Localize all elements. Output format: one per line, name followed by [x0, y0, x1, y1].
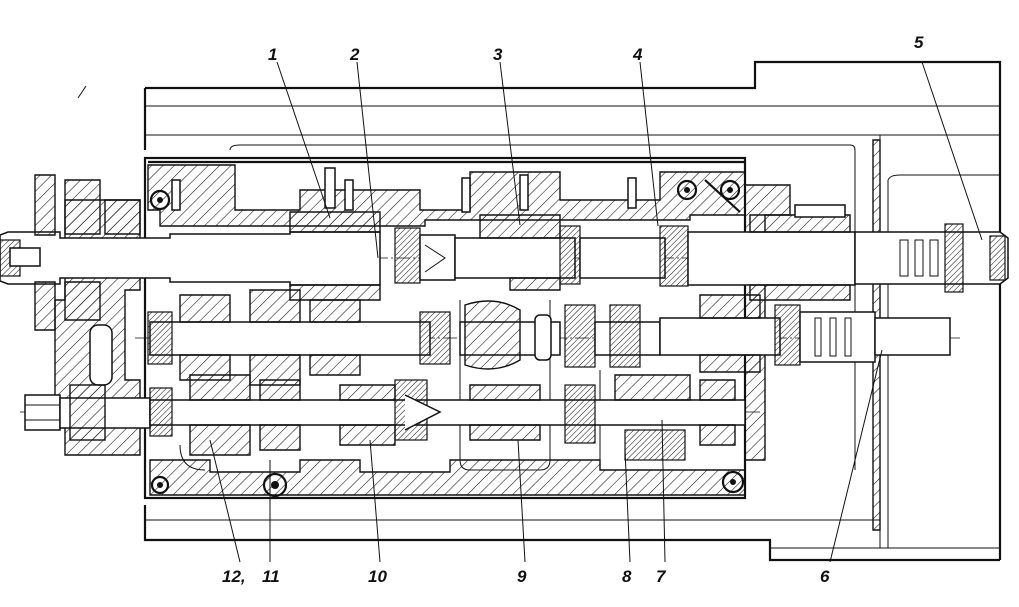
part-labels: 1 2 3 4 5 6 7 8 9 10 11 12, — [222, 33, 924, 586]
label-part-6: 6 — [820, 567, 830, 586]
lower-shaft — [20, 374, 760, 461]
label-part-10: 10 — [368, 567, 387, 586]
stray-mark — [77, 85, 87, 99]
label-part-2: 2 — [349, 45, 360, 64]
middle-shaft — [135, 289, 960, 386]
label-part-1: 1 — [268, 45, 277, 64]
label-part-8: 8 — [622, 567, 632, 586]
label-part-9: 9 — [517, 567, 527, 586]
label-part-7: 7 — [656, 567, 667, 586]
label-part-11: 11 — [262, 567, 280, 586]
leader-lines — [209, 61, 983, 563]
label-part-3: 3 — [493, 45, 503, 64]
label-part-12: 12, — [222, 567, 246, 586]
label-part-4: 4 — [632, 45, 643, 64]
label-part-5: 5 — [914, 33, 924, 52]
upper-shaft — [0, 174, 1010, 331]
